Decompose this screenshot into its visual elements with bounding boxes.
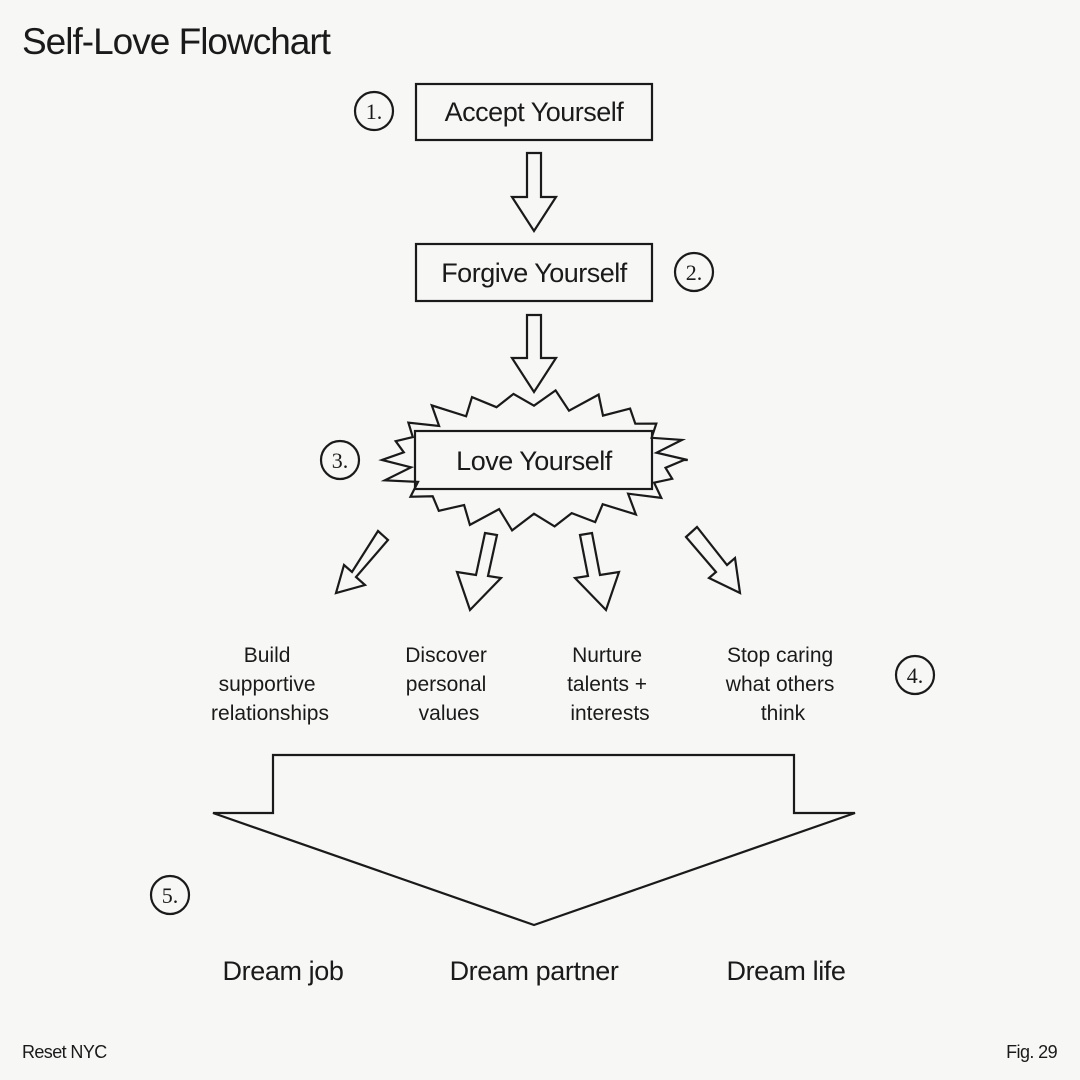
step-4-number: 4. [907, 663, 924, 688]
love-yourself-label: Love Yourself [456, 446, 613, 476]
outcome-dream-partner: Dream partner [450, 956, 619, 986]
branch-line: relationships [211, 702, 329, 725]
down-arrow-2 [509, 313, 559, 395]
branch-line: supportive [219, 673, 316, 696]
accept-yourself-box [414, 82, 654, 142]
branch-line: what others [725, 673, 835, 696]
branch-line: Discover [405, 644, 487, 667]
page-title: Self-Love Flowchart [22, 21, 332, 62]
forgive-yourself-label: Forgive Yourself [441, 258, 628, 288]
branch-arrow-relationships [334, 529, 390, 595]
figure-number: Fig. 29 [1006, 1042, 1057, 1062]
branch-label-talents: Nurture talents + interests [567, 644, 653, 725]
step-2-number: 2. [686, 260, 703, 285]
branch-arrow-talents [572, 531, 621, 613]
accept-yourself-label: Accept Yourself [445, 97, 625, 127]
branch-line: values [419, 702, 480, 725]
step-3-number: 3. [332, 448, 349, 473]
step-1-number: 1. [366, 99, 383, 124]
step-3-marker [319, 439, 361, 481]
footer-brand: Reset NYC [22, 1042, 107, 1062]
step-4-marker [894, 654, 936, 696]
branch-line: personal [406, 673, 487, 696]
funnel-arrow [212, 753, 856, 927]
outcome-dream-job: Dream job [223, 956, 344, 986]
branch-arrow-opinions [684, 525, 742, 595]
branch-line: interests [570, 702, 649, 725]
step-5-marker [149, 874, 191, 916]
branch-label-values: Discover personal values [405, 644, 493, 725]
branch-line: Nurture [572, 644, 642, 667]
branch-line: think [761, 702, 806, 725]
branch-line: Stop caring [727, 644, 833, 667]
branch-label-opinions: Stop caring what others think [725, 644, 840, 725]
step-5-number: 5. [162, 883, 179, 908]
forgive-yourself-box [414, 242, 654, 303]
branch-line: Build [244, 644, 291, 667]
outcome-dream-life: Dream life [726, 956, 845, 986]
down-arrow-1 [509, 151, 559, 234]
love-yourself-box [413, 429, 654, 491]
step-1-marker [353, 90, 395, 132]
step-2-marker [673, 251, 715, 293]
branch-line: talents + [567, 673, 647, 696]
branch-arrow-values [455, 531, 504, 613]
branch-label-relationships: Build supportive relationships [211, 644, 329, 725]
love-yourself-burst [378, 388, 688, 533]
